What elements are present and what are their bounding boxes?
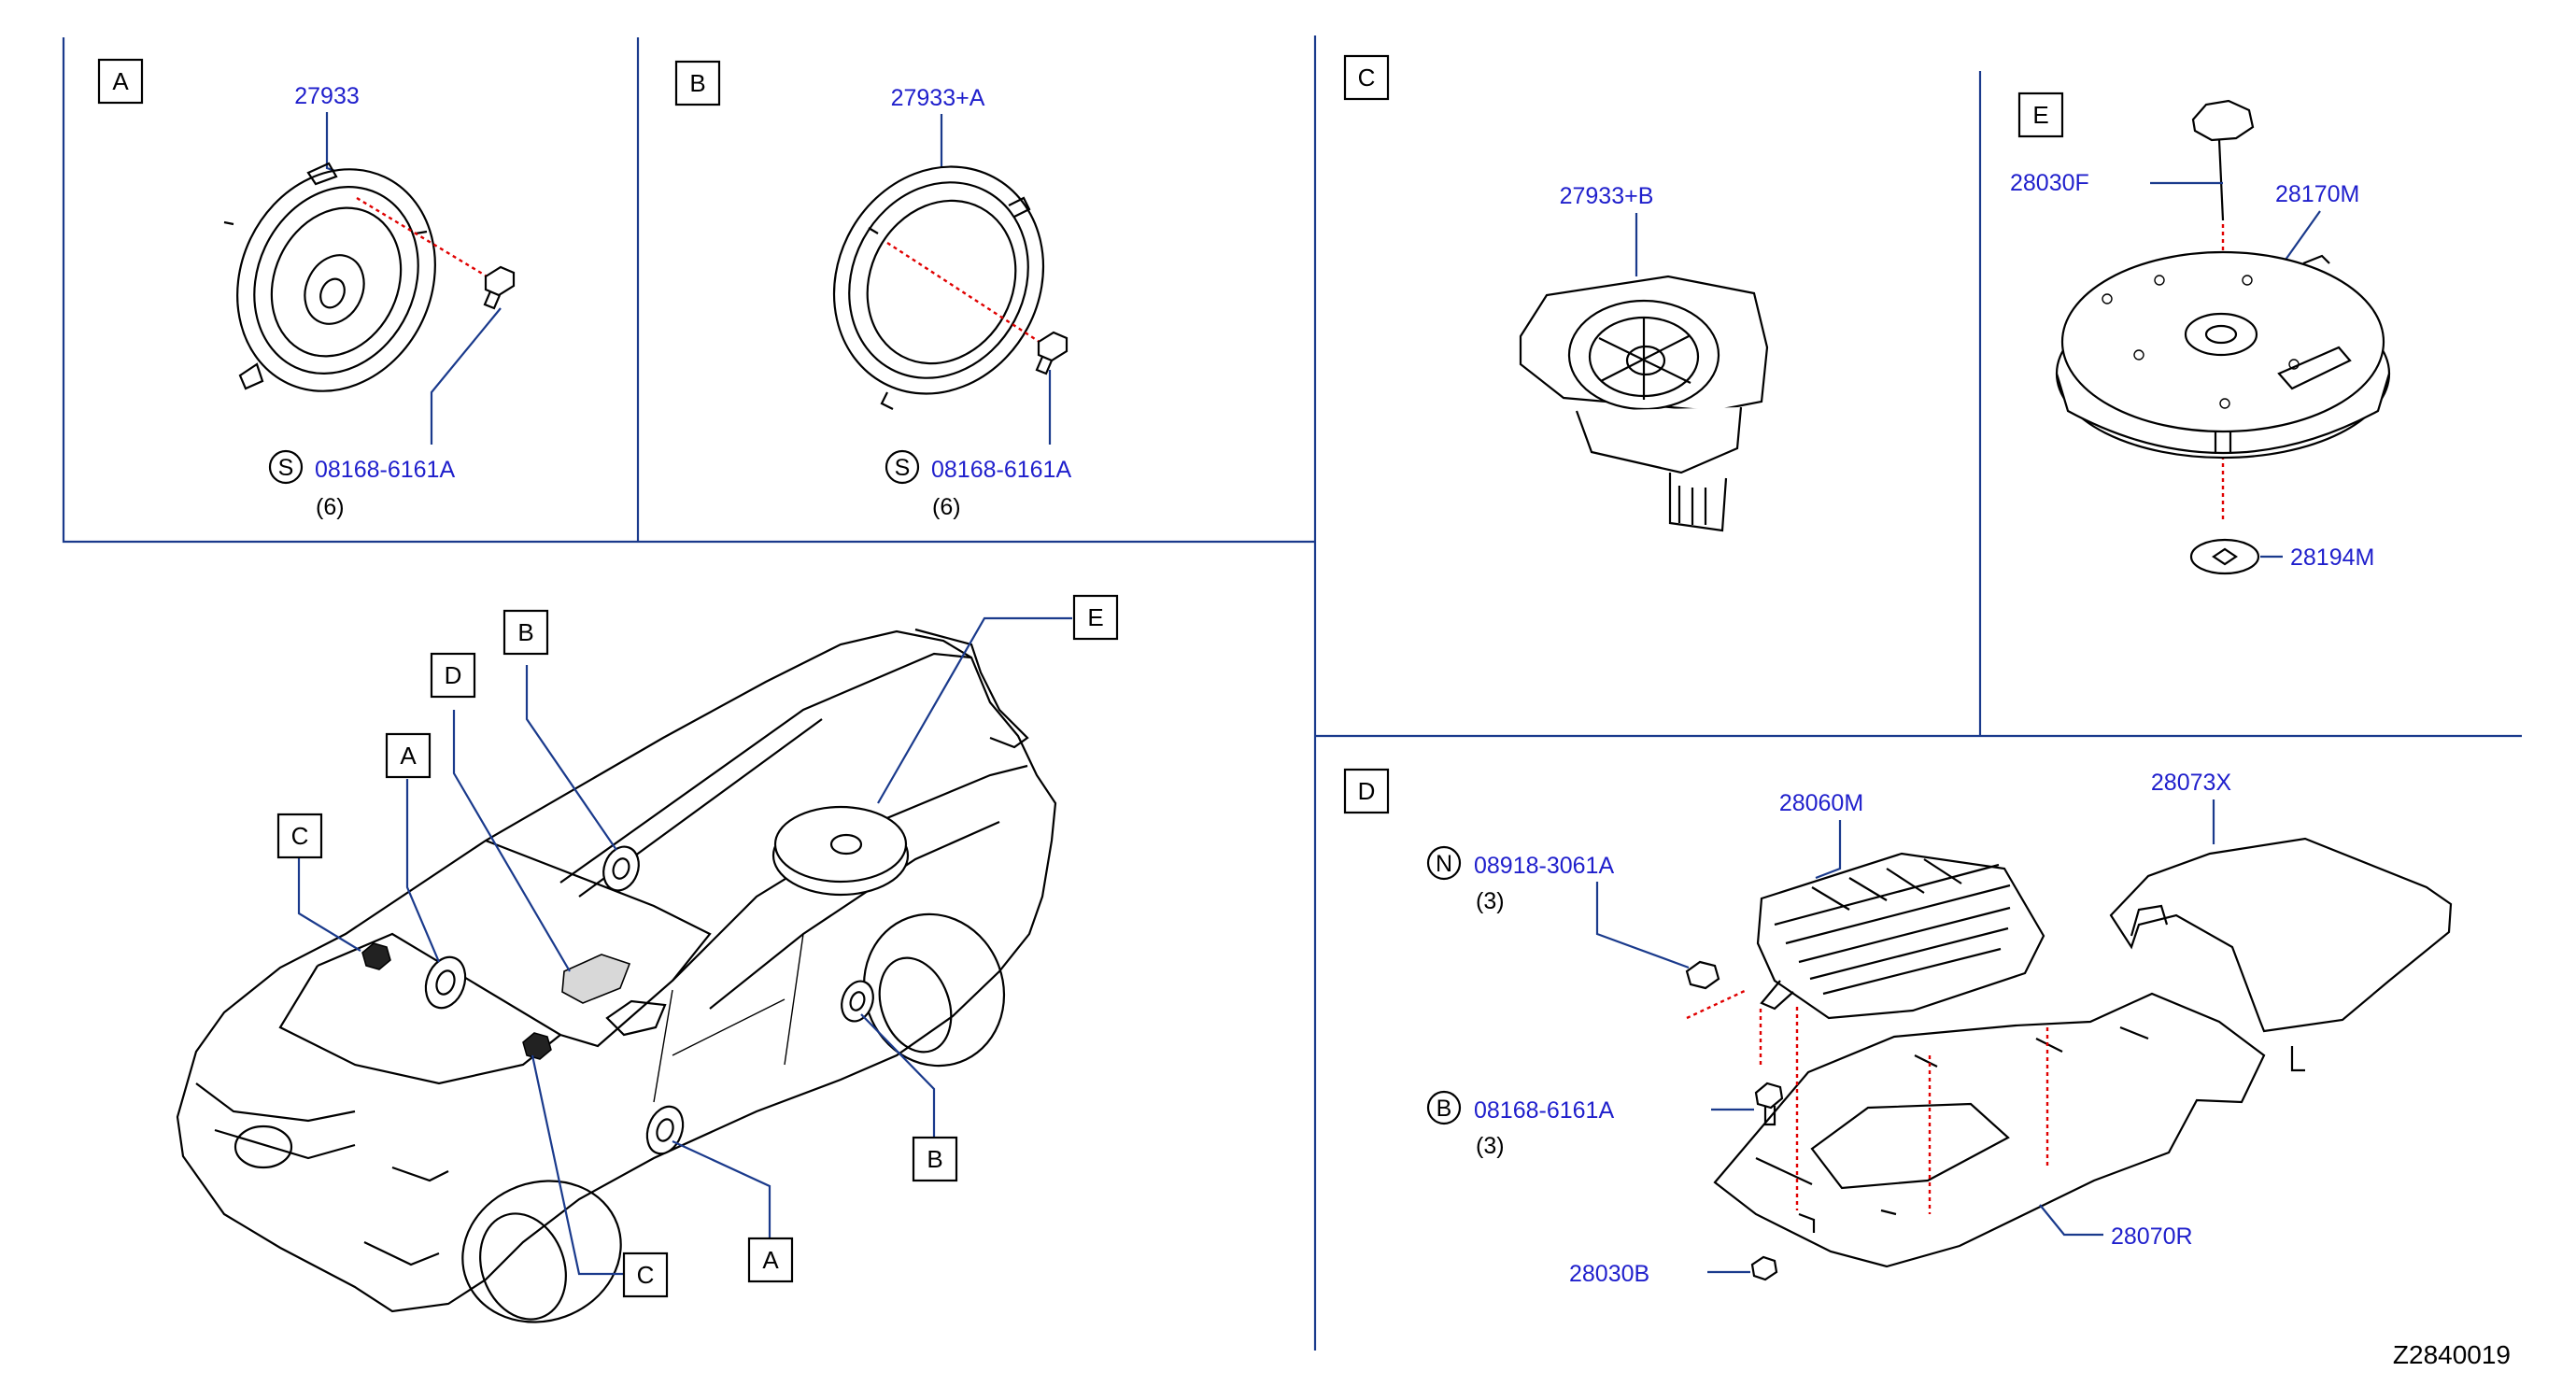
callout-e-top: E: [1087, 603, 1103, 631]
section-e-label-box: [2017, 92, 2064, 138]
clip-28030b: [1750, 1255, 1778, 1281]
vehicle-tweeter-c-bottom: [522, 1032, 552, 1060]
vehicle-speaker-markers: [361, 805, 910, 1155]
section-d-label: D: [1358, 777, 1376, 805]
circle-b: [1426, 1090, 1462, 1125]
callout-b-top: B: [517, 618, 533, 646]
frame-lines: [62, 35, 2522, 1351]
screw-number-a: 08168-6161A: [315, 457, 455, 483]
part-number-28194m: 28194M: [2290, 544, 2374, 571]
nut-08918-3061a: [1685, 960, 1720, 990]
rear-door-speaker-ring: [832, 165, 1045, 410]
bolt-08168-6161a: [1754, 1082, 1784, 1126]
callout-c-bottom-box: [622, 1252, 669, 1298]
section-e-label: E: [2032, 101, 2048, 129]
vehicle-tweeter-c-top: [361, 942, 391, 970]
section-e: E 28030F 28170M 281: [2010, 92, 2391, 575]
bolt-qty: (3): [1476, 1133, 1505, 1159]
part-number-28030b: 28030B: [1569, 1261, 1649, 1287]
part-number-27933-a: 27933+A: [891, 85, 985, 111]
circle-s-b-letter: S: [895, 455, 911, 481]
section-c: C 27933+B: [1343, 54, 1769, 532]
part-number-27933: 27933: [294, 83, 360, 109]
screw-qty-b: (6): [932, 494, 961, 520]
section-d: D 28060M 28073X N 08918-30: [1343, 768, 2453, 1287]
callout-b-bottom-box: [912, 1136, 958, 1182]
tweeter-speaker: [1519, 275, 1769, 532]
callout-a-bottom: A: [762, 1246, 779, 1274]
vehicle-overview: C A D B E B A C: [176, 594, 1119, 1323]
vehicle-subwoofer-e: [771, 805, 910, 897]
callout-e-top-box: [1072, 594, 1119, 641]
callout-b-bottom: B: [927, 1145, 942, 1173]
cover-28073x: [2109, 837, 2453, 1072]
callout-d-top-box: [430, 652, 476, 699]
callout-c-top-box: [276, 813, 323, 859]
nut-qty: (3): [1476, 888, 1505, 914]
washer-28194m: [2189, 538, 2260, 575]
callout-c-top: C: [291, 822, 309, 850]
vehicle-callout-leaders: [297, 616, 1072, 1276]
section-a: A 27933 S 08168-6161A (6): [97, 58, 516, 520]
callout-a-top-box: [385, 732, 432, 779]
callout-d-top: D: [445, 661, 462, 689]
screw-a: [483, 265, 516, 310]
subwoofer: [2055, 250, 2391, 460]
part-number-27933-b: 27933+B: [1560, 183, 1654, 209]
circle-n: [1426, 845, 1462, 881]
circle-s-b: [885, 449, 920, 485]
bracket-28070r: [1713, 992, 2266, 1268]
section-b: B 27933+A S 08168-6161A (6): [674, 60, 1071, 520]
callout-a-bottom-box: [747, 1237, 794, 1283]
part-number-08918-3061a: 08918-3061A: [1474, 853, 1614, 879]
part-number-28073x: 28073X: [2151, 770, 2232, 796]
vehicle-callout-boxes: C A D B E B A C: [276, 594, 1119, 1298]
screw-qty-a: (6): [316, 494, 345, 520]
screw-b: [1035, 331, 1069, 375]
section-a-label: A: [112, 67, 129, 95]
section-d-label-box: [1343, 768, 1390, 814]
callout-a-top: A: [400, 742, 417, 770]
section-b-label: B: [689, 69, 705, 97]
pin-28030f: [2191, 99, 2255, 221]
section-c-label-box: [1343, 54, 1390, 101]
part-number-28070r: 28070R: [2111, 1223, 2193, 1250]
front-door-speaker: [223, 162, 436, 392]
part-number-28060m: 28060M: [1779, 790, 1863, 816]
callout-b-top-box: [502, 609, 549, 656]
diagram-code: Z2840019: [2393, 1340, 2511, 1369]
callout-c-bottom: C: [637, 1261, 655, 1289]
section-a-label-box: [97, 58, 144, 105]
amplifier-28060m: [1756, 852, 2045, 1020]
part-number-08168-6161a-d: 08168-6161A: [1474, 1097, 1614, 1124]
vehicle-amplifier-d: [561, 954, 631, 1004]
circle-s-a: [268, 449, 304, 485]
screw-number-b: 08168-6161A: [931, 457, 1071, 483]
section-b-label-box: [674, 60, 721, 106]
section-c-label: C: [1358, 64, 1376, 92]
circle-n-letter: N: [1436, 851, 1452, 877]
circle-b-letter: B: [1437, 1096, 1452, 1122]
part-number-28030f: 28030F: [2010, 170, 2089, 196]
part-number-28170m: 28170M: [2275, 181, 2359, 207]
circle-s-a-letter: S: [278, 455, 294, 481]
